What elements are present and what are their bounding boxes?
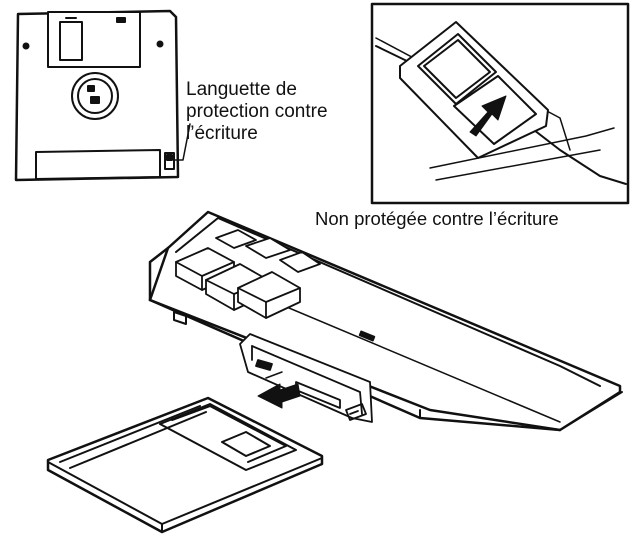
device-keys (175, 229, 321, 319)
tab-label-line-1: Languette de (186, 79, 297, 100)
computer-device (148, 210, 623, 432)
arrow-up-right-icon (469, 95, 507, 137)
inset-closeup (370, 2, 630, 205)
tab-label-line-3: l’écriture (186, 123, 258, 144)
disk-drive-slot (239, 333, 373, 423)
arrow-left-icon (257, 383, 301, 409)
tab-leader-line (174, 123, 191, 161)
inset-caption: Non protégée contre l’écriture (315, 208, 559, 229)
floppy-disk-insert (46, 396, 324, 534)
tab-label-line-2: protection contre (186, 101, 328, 122)
insert-guide-line (265, 371, 283, 379)
floppy-disk-front (14, 9, 180, 182)
write-protect-tab-label: Languette de protection contre l’écritur… (186, 79, 328, 145)
